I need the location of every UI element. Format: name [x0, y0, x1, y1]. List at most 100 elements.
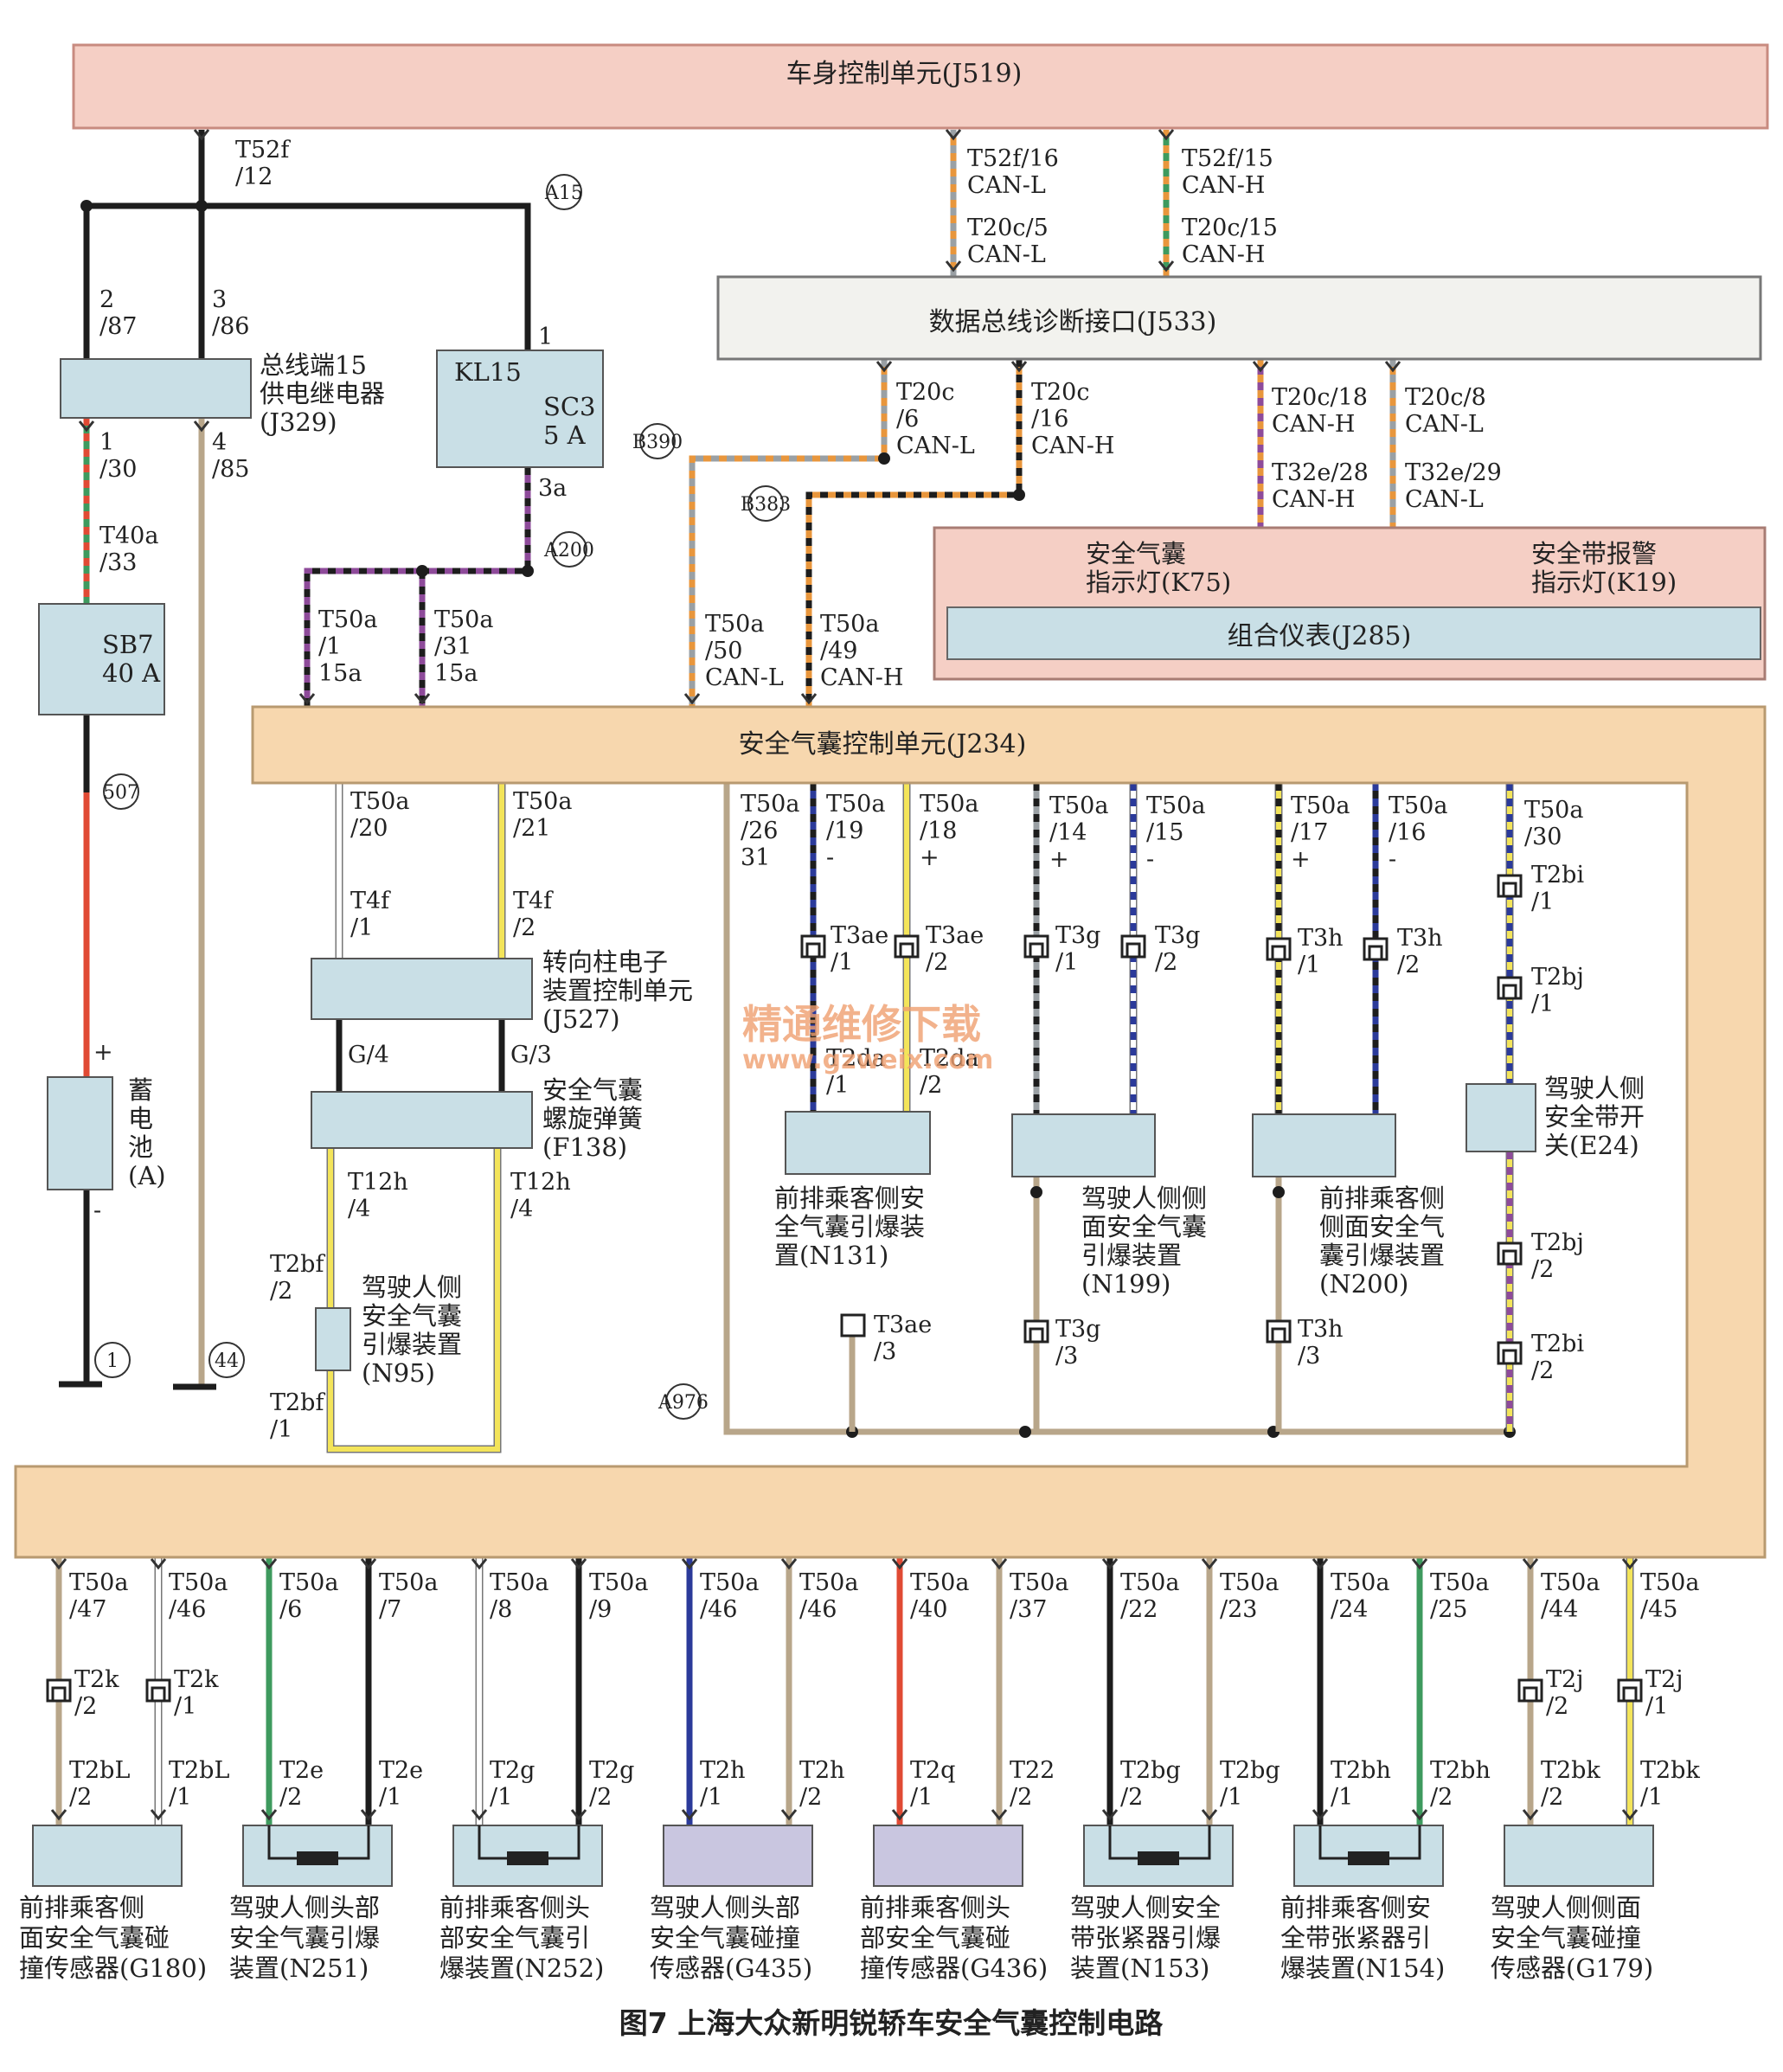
- sensor-0-conn-bot-b: T2bL/1: [169, 1757, 229, 1811]
- t2bj2-plug: [1497, 1241, 1523, 1266]
- j533-label: 数据总线诊断接口(J533): [929, 307, 1217, 337]
- t3ae1-plug: [800, 934, 826, 959]
- junction-dot: [1030, 1186, 1042, 1198]
- sensor-0-arrow-d: [150, 1809, 167, 1821]
- sensor-7-arrow-c: [1522, 1809, 1539, 1821]
- t2bi1-plug-pin: [1502, 882, 1517, 896]
- sensor-3-label: 驾驶人侧头部安全气囊碰撞传感器(G435): [650, 1893, 812, 1983]
- pin-label-t12h4a: T12h/4: [348, 1169, 408, 1222]
- sensor-5-conn-bot-b: T2bg/1: [1220, 1757, 1280, 1811]
- sensor-2-arrow-b: [570, 1558, 587, 1570]
- sensor-7-pin-b: T50a/45: [1640, 1569, 1699, 1623]
- pin-arrow-12: [414, 693, 431, 705]
- sensor-0-pin-a: T50a/47: [69, 1569, 128, 1623]
- sensor-5-conn-bot-a: T2bg/2: [1120, 1757, 1181, 1811]
- sensor-2-pin-a: T50a/8: [490, 1569, 548, 1623]
- sensor-6-arrow-d: [1411, 1809, 1428, 1821]
- junction-dot: [522, 565, 534, 577]
- sensor-2-pin-b: T50a/9: [589, 1569, 648, 1623]
- pin-label-t3h1: T3h/1: [1298, 925, 1344, 978]
- t2bi2-plug: [1497, 1341, 1523, 1365]
- n95-label: 驾驶人侧安全气囊引爆装置(N95): [362, 1273, 462, 1388]
- kl15-label: KL15: [454, 357, 522, 387]
- pin-arrow-10: [193, 420, 210, 433]
- junction-dot: [878, 452, 890, 465]
- pin-label-t50a18: T50a/18+: [920, 791, 978, 871]
- sensor-2-conn-bot-a: T2g/1: [490, 1757, 535, 1811]
- pin-label-plus: +: [93, 1039, 113, 1066]
- sensor-2-squib-icon: [507, 1851, 548, 1865]
- t3ae2-plug-pin: [899, 942, 914, 957]
- pin-label-kl1: 1: [538, 324, 553, 350]
- wire-a976-bus: [723, 783, 1510, 1435]
- sensor-0-arrow-c: [50, 1809, 67, 1821]
- sensor-7-conn-bot-a: T2bk/2: [1541, 1757, 1600, 1811]
- j234-frame: [14, 705, 1767, 1559]
- sensor-4-conn-bot-a: T2q/1: [910, 1757, 955, 1811]
- sensor-6-squib-icon: [1348, 1851, 1389, 1865]
- k75-label: 安全气囊指示灯(K75): [1086, 539, 1231, 597]
- pin-arrow-4: [1158, 260, 1175, 273]
- t3h1-plug: [1266, 937, 1292, 961]
- pin-label-t4f2: T4f/2: [513, 888, 554, 941]
- pin-arrow-14: [800, 693, 818, 705]
- sensor-5-pin-a: T50a/22: [1120, 1569, 1179, 1623]
- sensor-6-arrow-c: [1312, 1809, 1329, 1821]
- wires-layer: [55, 130, 1634, 1825]
- sensor-7-arrow-d: [1621, 1809, 1639, 1821]
- pin-label-t3h3: T3h/3: [1298, 1316, 1344, 1370]
- pin-label-r4_85: 4/85: [212, 429, 249, 483]
- sensor-5-arrow-c: [1101, 1809, 1119, 1821]
- pin-arrow-1: [945, 129, 962, 141]
- pin-label-t4f1: T4f/1: [350, 888, 391, 941]
- pin-arrow-5: [875, 361, 893, 373]
- sensor-4-arrow-a: [891, 1558, 908, 1570]
- t3ae3-plug: [840, 1313, 866, 1337]
- sensor-1-pin-b: T50a/7: [379, 1569, 438, 1623]
- j329-relay: [60, 358, 252, 419]
- pin-arrow-0: [193, 129, 210, 141]
- sensor-3-box: [663, 1825, 813, 1887]
- wire-n95-b: [328, 1148, 500, 1452]
- node-a976-circle: [665, 1383, 702, 1420]
- pin-label-t3h2: T3h/2: [1397, 925, 1443, 978]
- pin-label-t50a20: T50a/20: [350, 788, 409, 842]
- wire-can-h-j234-stripe: [805, 359, 1023, 707]
- watermark-line2: www.gzweix.com: [742, 1045, 993, 1075]
- sensor-0-conn-bot-a: T2bL/2: [69, 1757, 130, 1811]
- pin-arrow-7: [1252, 361, 1269, 373]
- sensor-1-label: 驾驶人侧头部安全气囊引爆装置(N251): [229, 1893, 380, 1983]
- pin-label-r2_87: 2/87: [99, 286, 137, 340]
- sensor-2-conn-bot-b: T2g/2: [589, 1757, 634, 1811]
- n199-label: 驾驶人侧侧面安全气囊引爆装置(N199): [1081, 1184, 1207, 1299]
- sensor-3-pin-a: T50a/46: [700, 1569, 759, 1623]
- junction-dot: [196, 200, 208, 212]
- pin-arrow-3: [945, 260, 962, 273]
- pin-label-t50a30: T50a/30: [1524, 797, 1583, 850]
- sensor-4-box: [873, 1825, 1023, 1887]
- sensor-7-pin-a: T50a/44: [1541, 1569, 1600, 1623]
- n200-box: [1252, 1113, 1396, 1177]
- node-b383-circle: [747, 485, 784, 522]
- sensor-1-pin-a: T50a/6: [279, 1569, 338, 1623]
- sensor-6-pin-b: T50a/25: [1430, 1569, 1489, 1623]
- t3h3-plug-pin: [1271, 1327, 1286, 1342]
- sensor-2-arrow-a: [471, 1558, 488, 1570]
- sensor-3-arrow-a: [681, 1558, 698, 1570]
- pin-arrow-11: [298, 693, 316, 705]
- sensor-0-plug-a-pin: [51, 1686, 67, 1701]
- bottom-sensors: T50a/47T50a/46T2k/2T2k/1T2bL/2T2bL/1前排乘客…: [19, 1569, 1700, 1983]
- pin-label-t2bj1: T2bj/1: [1531, 964, 1584, 1017]
- e24-label: 驾驶人侧安全带开关(E24): [1544, 1074, 1645, 1160]
- node-507-text: 507: [103, 782, 139, 804]
- sensor-7-arrow-a: [1522, 1558, 1539, 1570]
- pin-label-t2bi1: T2bi/1: [1531, 862, 1584, 915]
- pin-label-t50a15: T50a/15-: [1146, 792, 1205, 873]
- pin-label-t3ae2: T3ae/2: [926, 922, 984, 976]
